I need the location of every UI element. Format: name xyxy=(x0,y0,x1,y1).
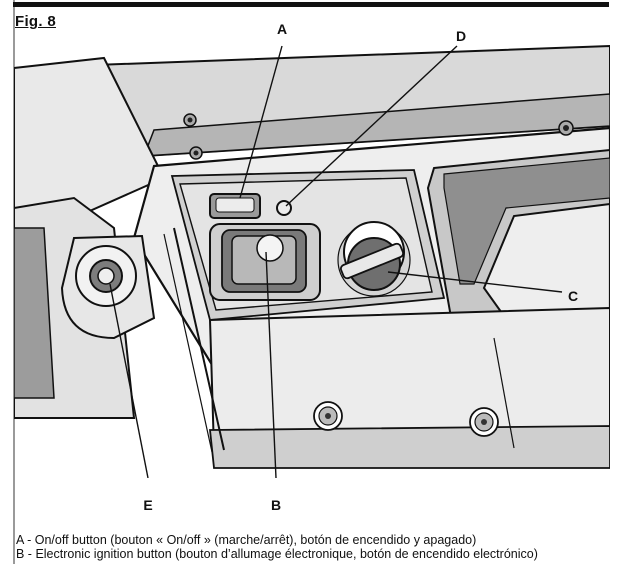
callout-e: E xyxy=(143,497,153,513)
hood-screw xyxy=(183,113,197,127)
callout-b: B xyxy=(270,497,282,513)
hinge-fitting xyxy=(60,234,156,340)
legend-line-b: B - Electronic ignition button (bouton d… xyxy=(16,547,538,561)
leader-line-d xyxy=(285,45,458,207)
leader-line-c xyxy=(387,271,563,293)
leader-line-a xyxy=(239,45,283,199)
ignition-button xyxy=(256,234,284,262)
callout-a: A xyxy=(276,21,288,37)
grill-control-panel-illustration xyxy=(14,44,610,478)
figure-legend: A - On/off button (bouton « On/off » (ma… xyxy=(16,533,621,561)
figure-label: Fig. 8 xyxy=(15,13,56,30)
front-screw xyxy=(469,407,499,437)
leader-line-b xyxy=(265,251,277,478)
callout-d: D xyxy=(455,28,467,44)
front-apron-shade xyxy=(209,425,610,469)
apron-seam-3 xyxy=(493,337,515,449)
front-apron xyxy=(208,306,610,452)
left-side-dark xyxy=(14,227,55,399)
legend-line-a: A - On/off button (bouton « On/off » (ma… xyxy=(16,533,477,547)
control-knob xyxy=(337,221,411,297)
apron-seam xyxy=(173,227,225,451)
callout-c: C xyxy=(567,288,579,304)
front-screw xyxy=(313,401,343,431)
hood-screw xyxy=(558,120,574,136)
leader-line-e xyxy=(109,283,149,478)
hood-screw xyxy=(189,146,203,160)
top-border-bar xyxy=(13,2,609,7)
apron-seam-2 xyxy=(163,233,213,453)
right-handle-inner xyxy=(443,157,610,285)
